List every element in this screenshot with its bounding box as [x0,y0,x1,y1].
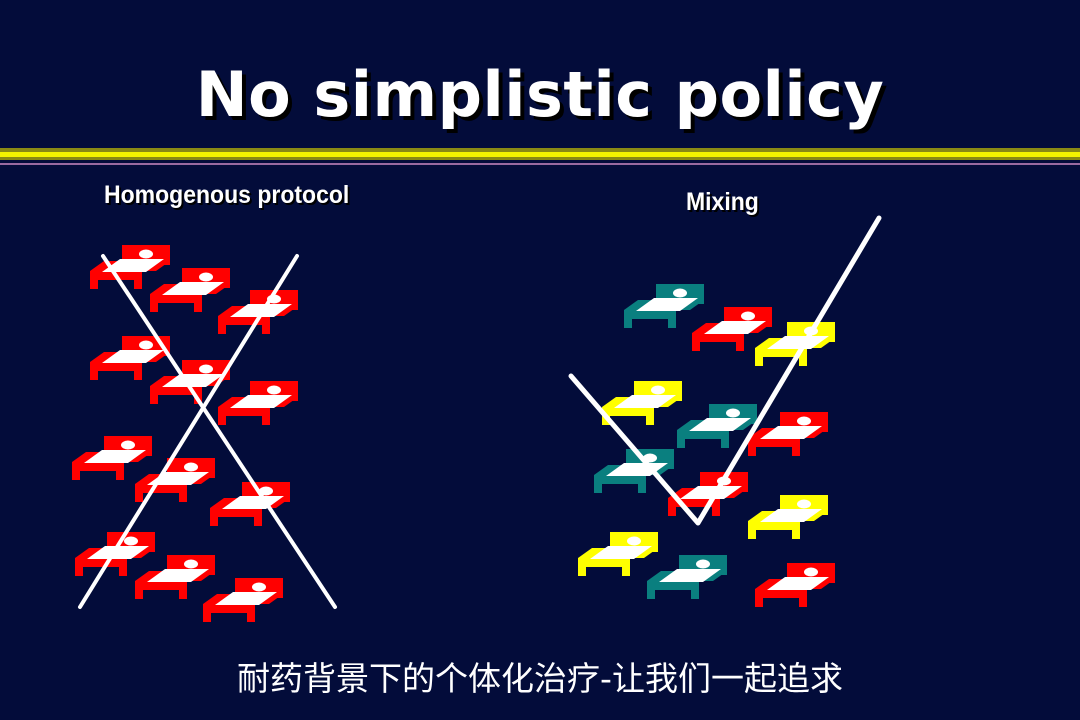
title-divider-olive [0,148,1080,152]
hospital-bed-with-patient-icon [692,307,772,351]
hospital-bed-with-patient-icon [647,555,727,599]
title-divider-yellow [0,152,1080,157]
hospital-bed-with-patient-icon [90,245,170,289]
hospital-bed-with-patient-icon [578,532,658,576]
mixing-bed-group [578,284,835,607]
homogenous-protocol-label: Homogenous protocol [104,181,350,209]
x-cross-mark-icon [78,254,337,609]
hospital-bed-with-patient-icon [203,578,283,622]
hospital-bed-with-patient-icon [218,381,298,425]
mixing-label: Mixing [686,188,759,216]
hospital-bed-with-patient-icon [594,449,674,493]
hospital-bed-with-patient-icon [72,436,152,480]
hospital-bed-with-patient-icon [150,268,230,312]
hospital-bed-with-patient-icon [755,563,835,607]
hospital-bed-with-patient-icon [748,495,828,539]
hospital-bed-with-patient-icon [624,284,704,328]
hospital-bed-with-patient-icon [135,555,215,599]
check-mark-icon [568,215,882,526]
hospital-bed-with-patient-icon [218,290,298,334]
caption-text: 耐药背景下的个体化治疗-让我们一起追求 [237,659,843,698]
title-divider-olive-lower [0,157,1080,160]
slide-title: No simplistic policy [195,58,885,131]
title-divider-mauve [0,163,1080,165]
hospital-bed-with-patient-icon [602,381,682,425]
